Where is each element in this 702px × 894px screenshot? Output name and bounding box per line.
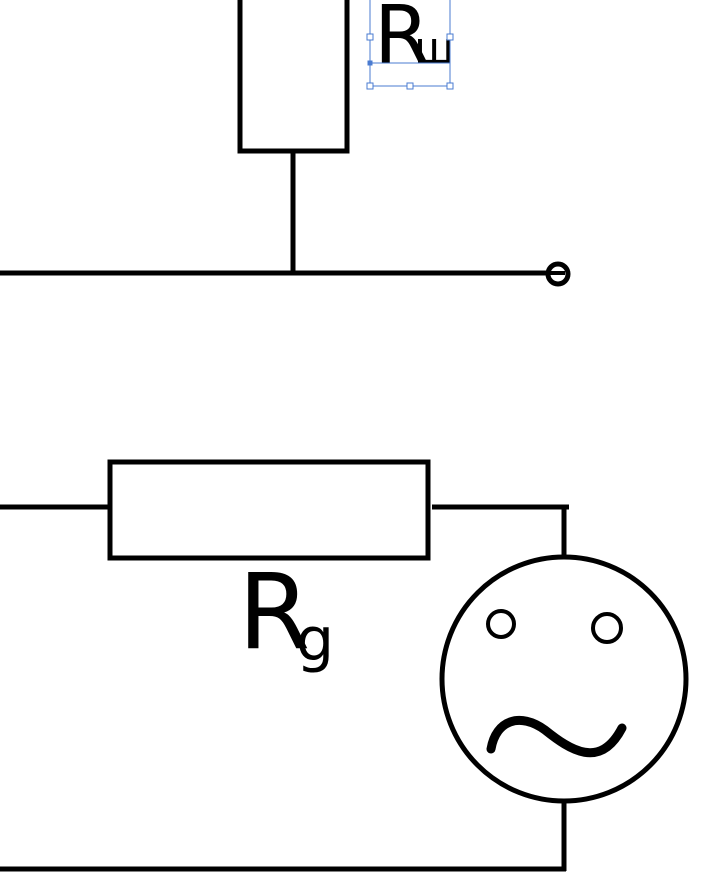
- selection-handle-right-mid[interactable]: [446, 33, 454, 41]
- ac-tilde-icon: [486, 716, 627, 758]
- source-right-dot: [591, 612, 623, 644]
- generator-resistor[interactable]: [107, 459, 431, 561]
- generator-resistor-label: R g: [238, 551, 334, 675]
- selection-box[interactable]: [366, 0, 454, 90]
- selection-handle-bottom-right[interactable]: [446, 82, 454, 90]
- shunt-resistor[interactable]: [237, 0, 350, 154]
- source-body: [439, 554, 689, 804]
- selection-handle-bottom-left[interactable]: [366, 82, 374, 90]
- selection-handle-left-mid[interactable]: [366, 33, 374, 41]
- selection-handle-bottom-mid[interactable]: [406, 82, 414, 90]
- selection-anchor-point[interactable]: [367, 60, 373, 66]
- generator-label-sub: g: [296, 605, 334, 675]
- generator-label-main: R: [238, 551, 310, 673]
- shunt-label-sub: ш: [414, 23, 454, 74]
- shunt-label-main: R: [374, 0, 430, 82]
- ac-voltage-source[interactable]: [439, 554, 689, 804]
- shunt-resistor-label[interactable]: R ш: [374, 0, 454, 82]
- source-left-dot: [486, 609, 516, 639]
